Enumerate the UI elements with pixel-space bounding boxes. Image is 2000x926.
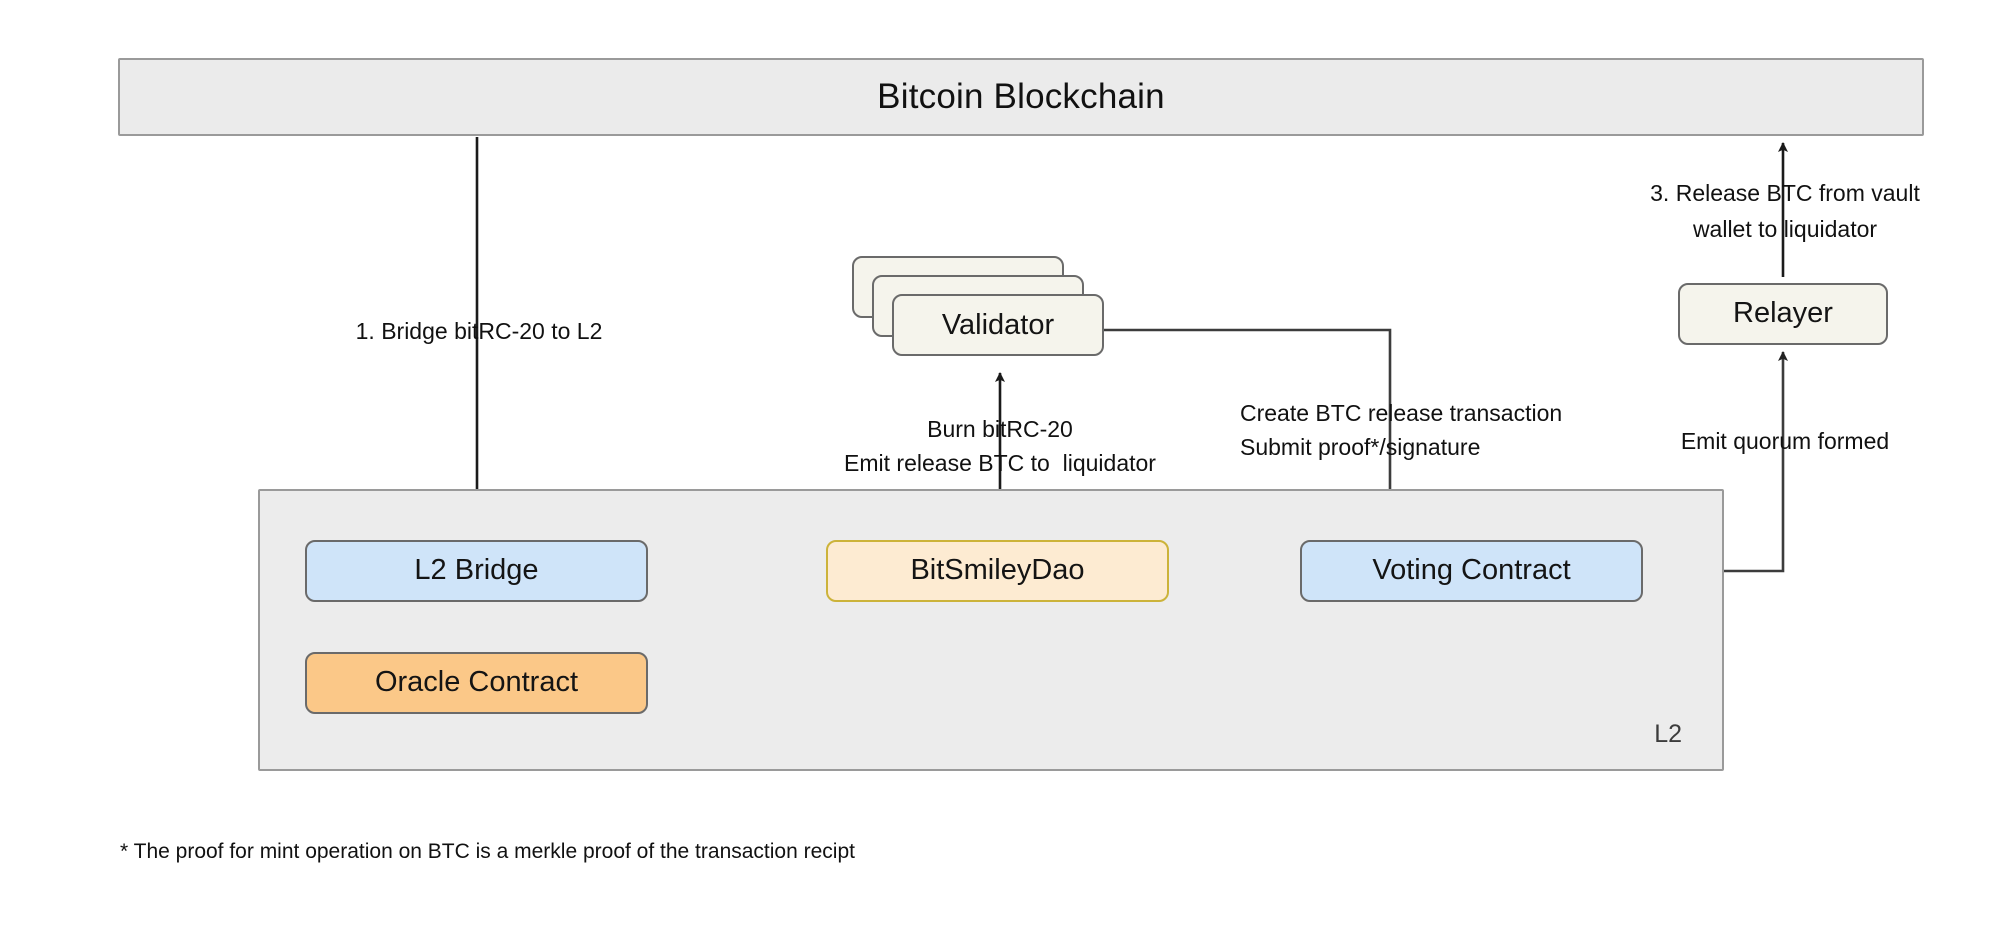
edge-label-create-line2: Submit proof*/signature (1240, 434, 1481, 460)
node-bitsmiley-dao[interactable]: BitSmileyDao (826, 540, 1169, 602)
node-validator[interactable]: Validator (892, 294, 1104, 356)
bitcoin-blockchain-label: Bitcoin Blockchain (877, 76, 1165, 116)
node-voting-contract-label: Voting Contract (1372, 554, 1571, 587)
edge-label-burn-line1: Burn bitRC-20 (927, 416, 1073, 442)
node-oracle-contract[interactable]: Oracle Contract (305, 652, 648, 714)
node-relayer[interactable]: Relayer (1678, 283, 1888, 345)
node-bitsmiley-dao-label: BitSmileyDao (910, 554, 1085, 587)
edge-label-release-line1: 3. Release BTC from vault (1650, 180, 1920, 206)
edge-label-create-line1: Create BTC release transaction (1240, 400, 1563, 426)
footnote-proof: * The proof for mint operation on BTC is… (120, 840, 855, 863)
node-l2-bridge-label: L2 Bridge (414, 554, 539, 587)
l2-container: L2 (258, 489, 1724, 771)
node-validator-stack[interactable]: Validator (852, 256, 1104, 366)
node-relayer-label: Relayer (1733, 297, 1833, 330)
edge-label-quorum: Emit quorum formed (1680, 428, 1890, 454)
edge-label-bridge-step: 1. Bridge bitRC-20 to L2 (355, 318, 603, 344)
node-validator-label: Validator (941, 308, 1055, 341)
node-l2-bridge[interactable]: L2 Bridge (305, 540, 648, 602)
l2-container-label: L2 (1654, 720, 1682, 749)
edge-label-burn-line2: Emit release BTC to liquidator (844, 450, 1156, 476)
edge-label-release-line2: wallet to liquidator (1692, 216, 1878, 242)
node-oracle-contract-label: Oracle Contract (374, 666, 579, 699)
bitcoin-blockchain-banner: Bitcoin Blockchain (118, 58, 1924, 136)
node-voting-contract[interactable]: Voting Contract (1300, 540, 1643, 602)
